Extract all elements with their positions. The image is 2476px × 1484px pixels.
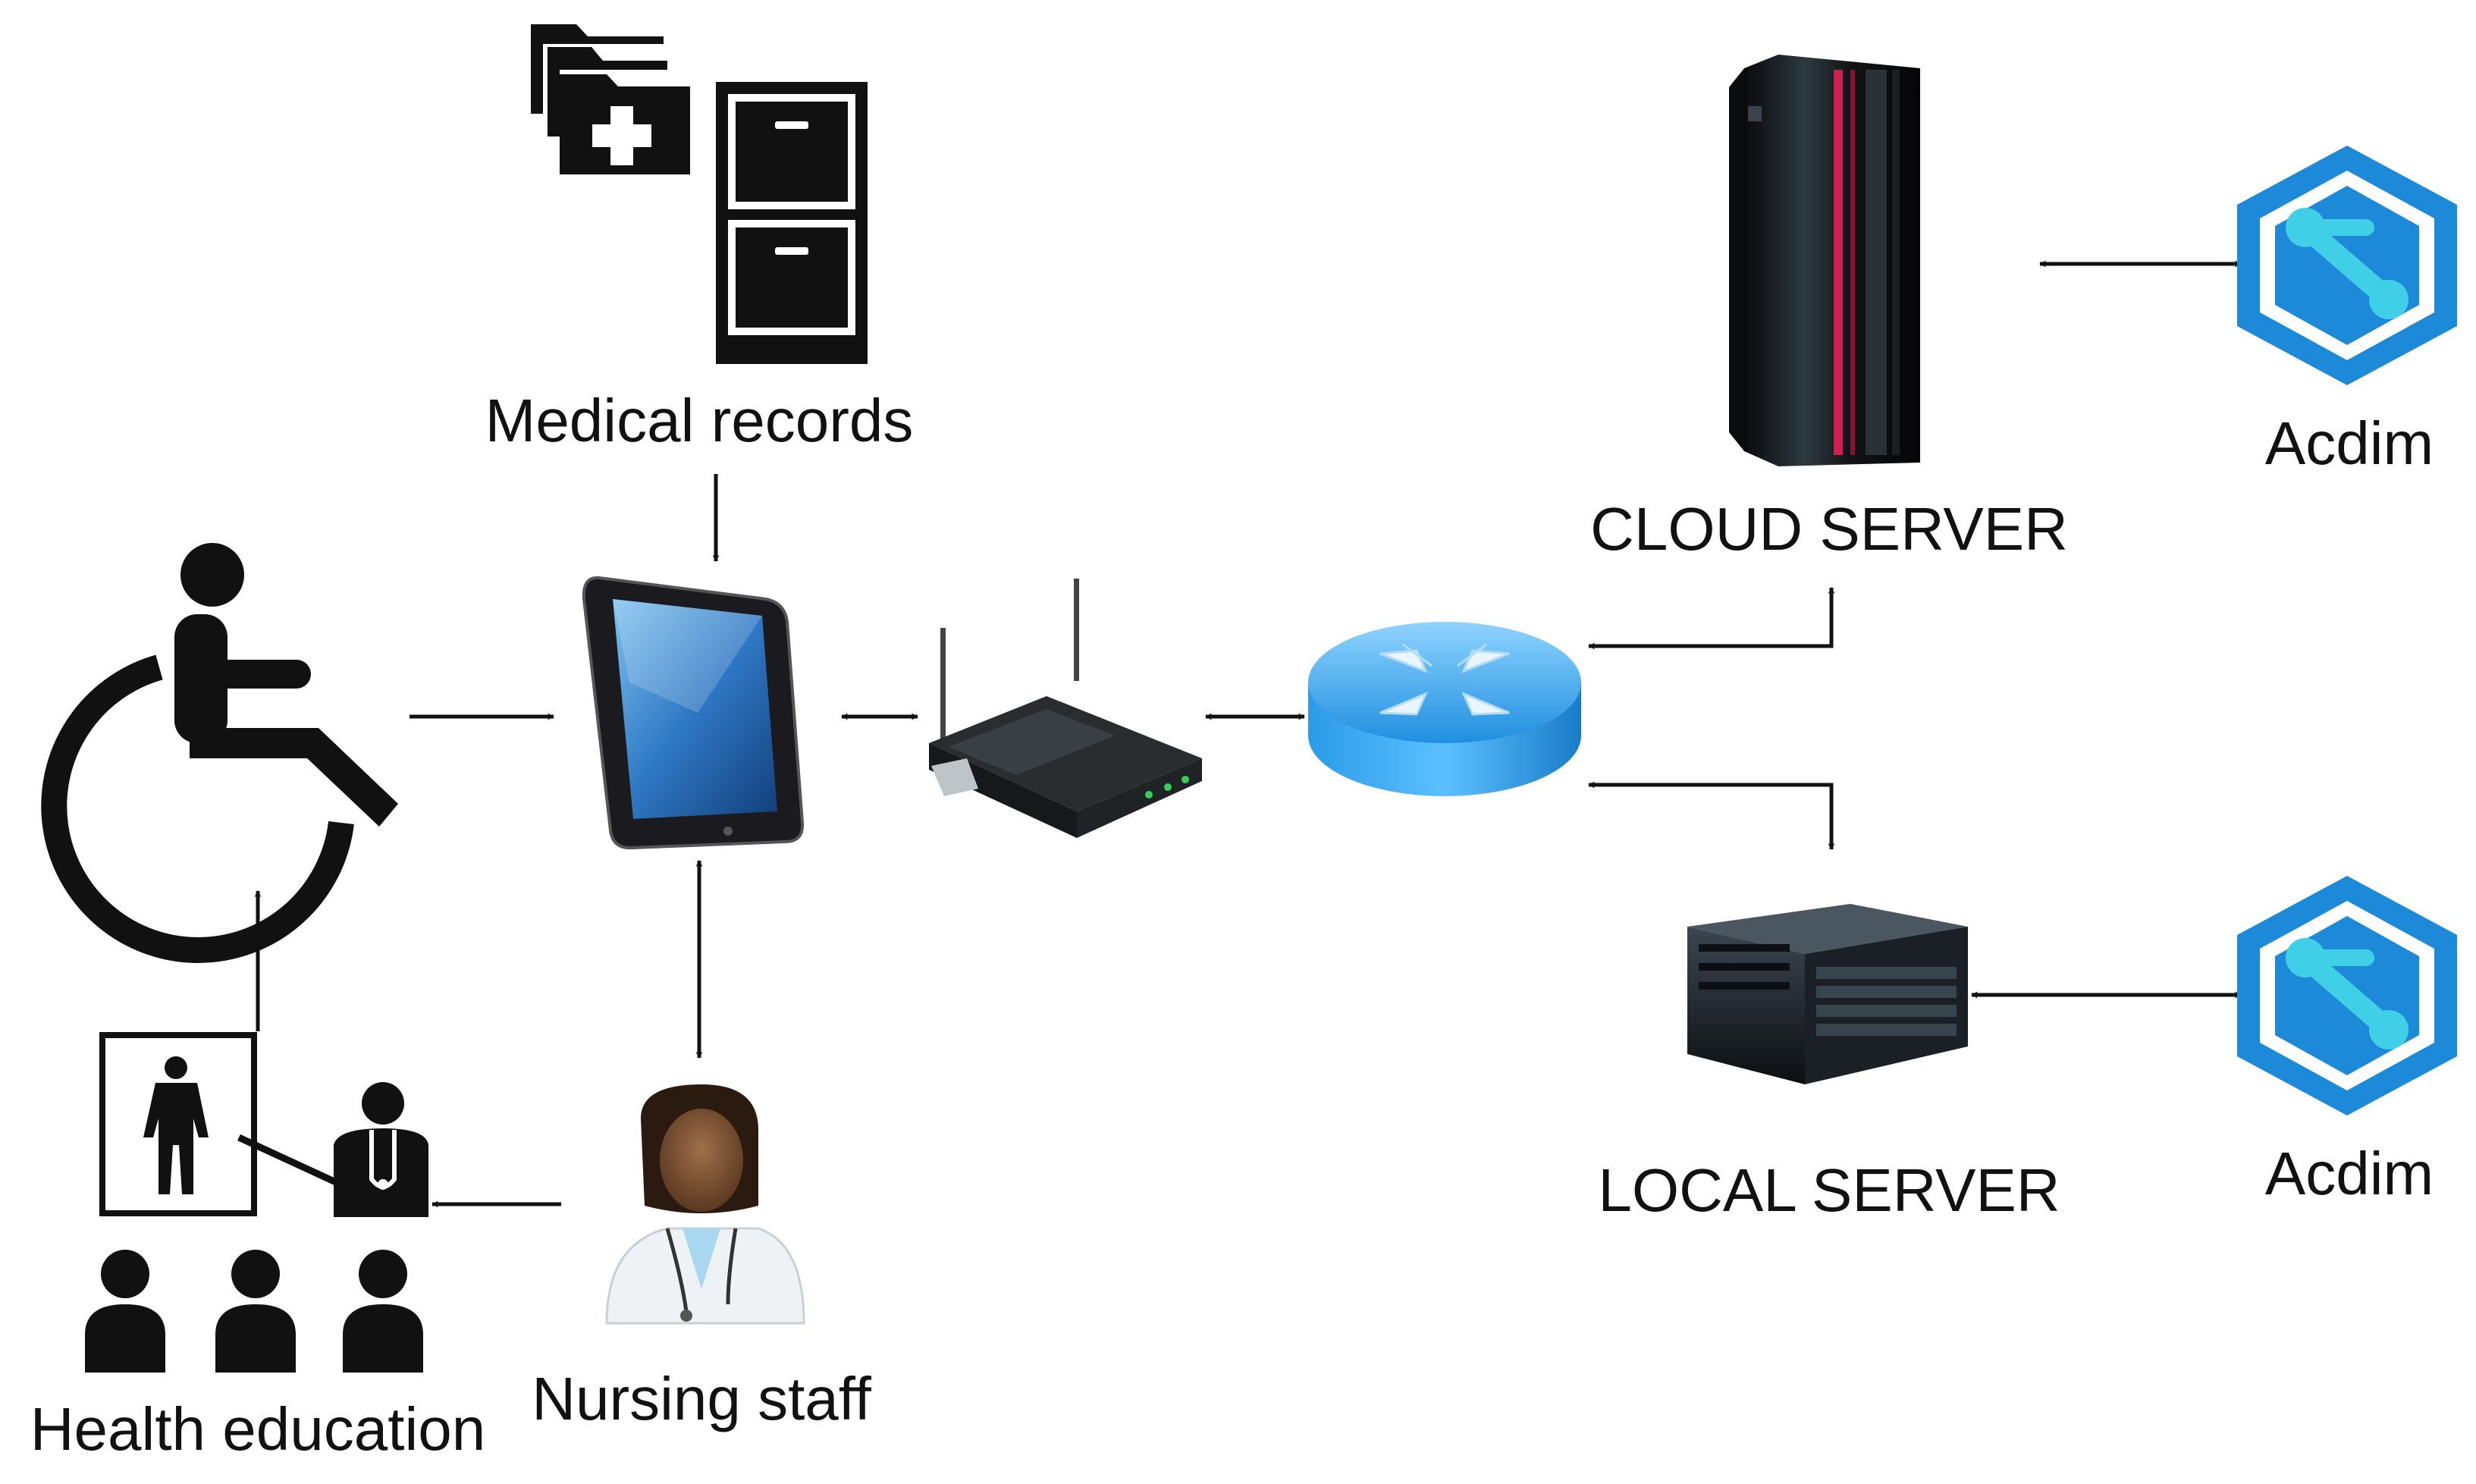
wireless-router-icon: [929, 579, 1202, 838]
health-education-label: Health education: [30, 1395, 486, 1463]
wheelchair-icon: [41, 543, 398, 963]
nurse-icon: [605, 1084, 805, 1325]
acdim-icon: [2237, 146, 2457, 385]
tower-server-icon: [1729, 55, 1920, 466]
arrow-router-cloud: [1588, 587, 1835, 650]
arrow-router-local: [1588, 781, 1835, 850]
acdim-label: Acdim: [2264, 409, 2434, 477]
acdim-label: Acdim: [2264, 1140, 2434, 1207]
nursing-staff-label: Nursing staff: [532, 1365, 871, 1432]
tablet-icon: [582, 576, 805, 850]
acdim-icon: [2237, 876, 2457, 1115]
medical-records-icon: [531, 24, 868, 364]
cloud-server-label: CLOUD SERVER: [1590, 495, 2068, 563]
connectors: [254, 260, 2242, 1208]
local-server-label: LOCAL SERVER: [1598, 1156, 2060, 1224]
medical-records-label: Medical records: [485, 387, 914, 454]
rack-server-icon: [1687, 904, 1968, 1084]
network-router-icon: [1308, 622, 1581, 796]
health-education-icon: [85, 1032, 428, 1373]
